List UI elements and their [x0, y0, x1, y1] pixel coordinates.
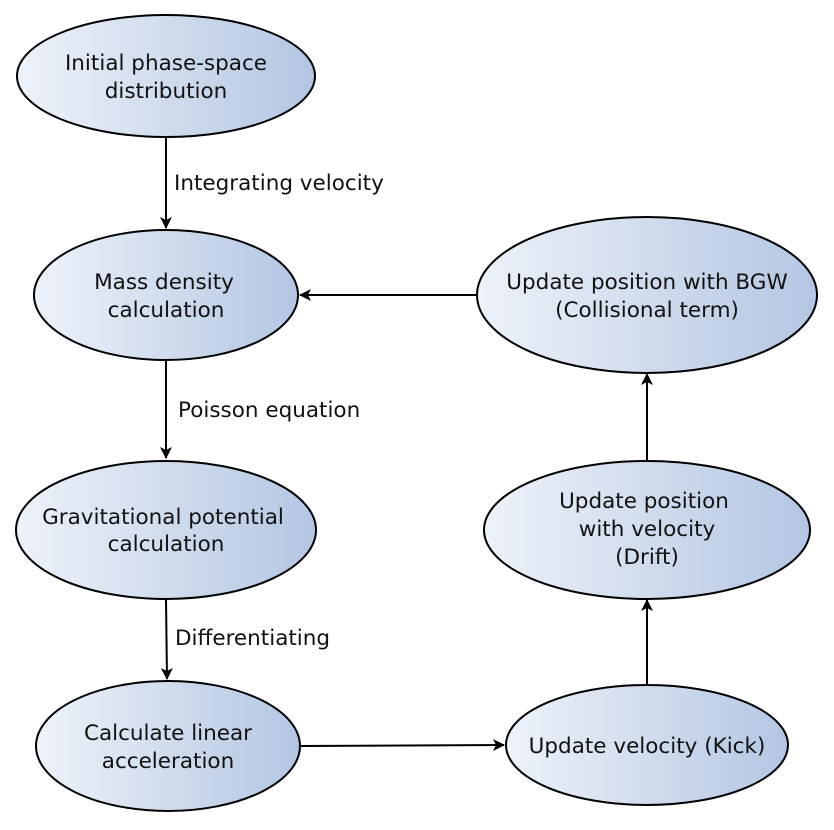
node-bgw-line-1: Update position with BGW: [506, 270, 787, 295]
node-update-position-drift: Update position with velocity (Drift): [483, 460, 811, 600]
node-update-velocity-kick: Update velocity (Kick): [505, 684, 789, 806]
node-initial-line-1: Initial phase-space: [65, 51, 267, 76]
edge-label-differentiating: Differentiating: [175, 626, 330, 651]
node-linear-acceleration: Calculate linear acceleration: [35, 680, 301, 812]
node-grav-line-2: calculation: [108, 532, 225, 557]
edge-accel-to-kick: [299, 739, 505, 752]
edge-grav-to-accel: Differentiating: [160, 599, 330, 680]
node-initial-distribution: Initial phase-space distribution: [16, 14, 316, 138]
node-bgw-line-2: (Collisional term): [555, 298, 739, 323]
node-initial-line-2: distribution: [105, 79, 228, 104]
node-drift-line-3: (Drift): [615, 545, 679, 570]
edge-label-poisson-equation: Poisson equation: [178, 398, 360, 423]
node-kick-line-1: Update velocity (Kick): [529, 734, 766, 759]
node-gravitational-potential: Gravitational potential calculation: [15, 460, 317, 600]
node-accel-line-1: Calculate linear: [84, 721, 252, 746]
edge-label-integrating-velocity: Integrating velocity: [174, 171, 384, 196]
node-drift-line-1: Update position: [559, 489, 729, 514]
node-mass-line-2: calculation: [108, 298, 225, 323]
node-drift-line-2: with velocity: [579, 517, 716, 542]
node-grav-line-1: Gravitational potential: [42, 505, 284, 530]
node-accel-line-2: acceleration: [102, 749, 234, 774]
node-update-position-bgw: Update position with BGW (Collisional te…: [476, 216, 818, 374]
node-mass-density: Mass density calculation: [33, 229, 299, 361]
edge-mass-to-grav: Poisson equation: [160, 361, 360, 459]
edge-initial-to-mass: Integrating velocity: [160, 137, 384, 229]
node-mass-line-1: Mass density: [94, 270, 234, 295]
